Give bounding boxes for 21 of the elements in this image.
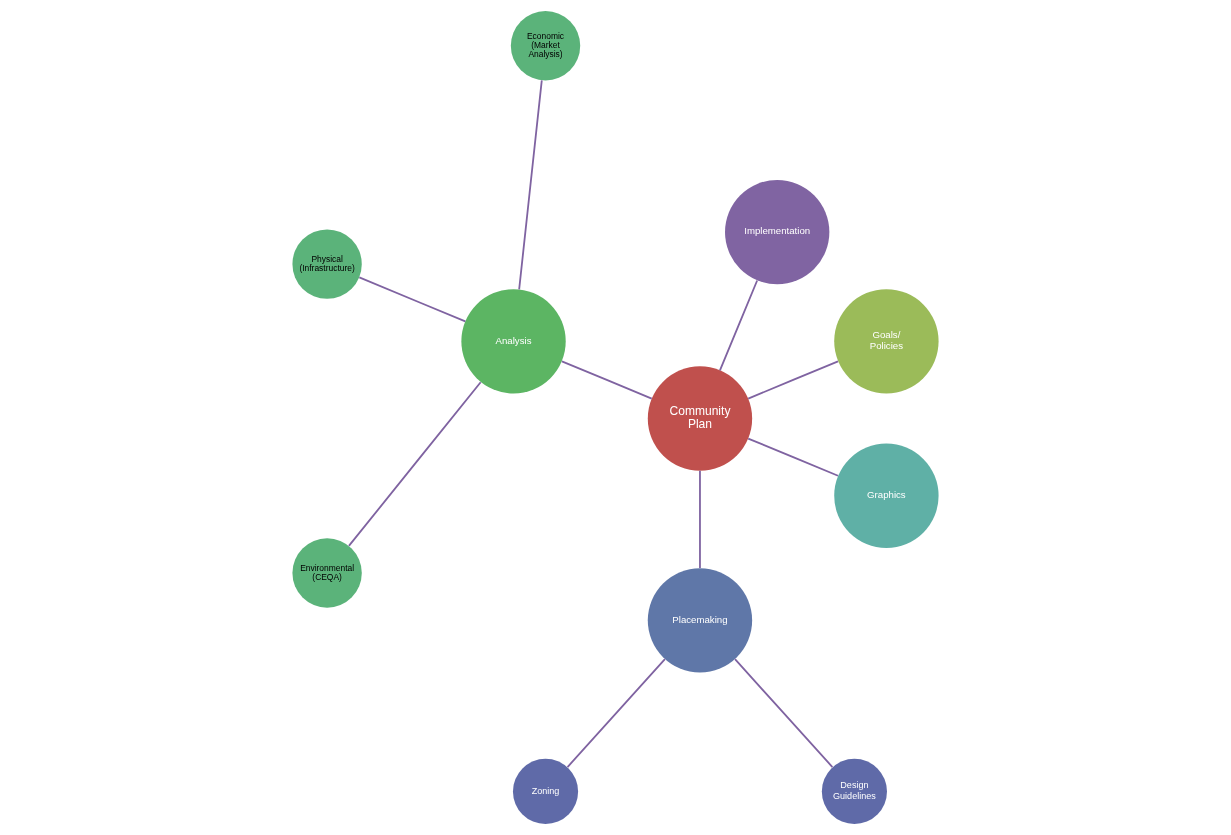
node-circle: Community Plan <box>647 366 753 471</box>
connector <box>734 658 834 768</box>
connector <box>348 381 482 547</box>
node-circle: Goals/ Policies <box>834 289 939 394</box>
node-circle: Zoning <box>512 758 579 824</box>
node-circle: Design Guidelines <box>821 758 887 824</box>
node-circle: Placemaking <box>647 568 753 673</box>
node-circle: Environmental (CEQA) <box>292 538 362 608</box>
node-circle: Economic (Market Analysis) <box>510 11 581 81</box>
connector <box>699 469 701 569</box>
node-circle: Implementation <box>725 179 830 285</box>
node-circle: Physical (Infrastructure) <box>292 229 362 299</box>
connector <box>719 279 759 372</box>
node-circle: Analysis <box>461 289 566 394</box>
connector <box>358 276 467 323</box>
connector <box>747 360 839 400</box>
connector <box>566 658 666 768</box>
connector <box>747 437 839 477</box>
connector <box>518 79 543 291</box>
node-circle: Graphics <box>834 443 939 548</box>
connector <box>561 360 653 400</box>
